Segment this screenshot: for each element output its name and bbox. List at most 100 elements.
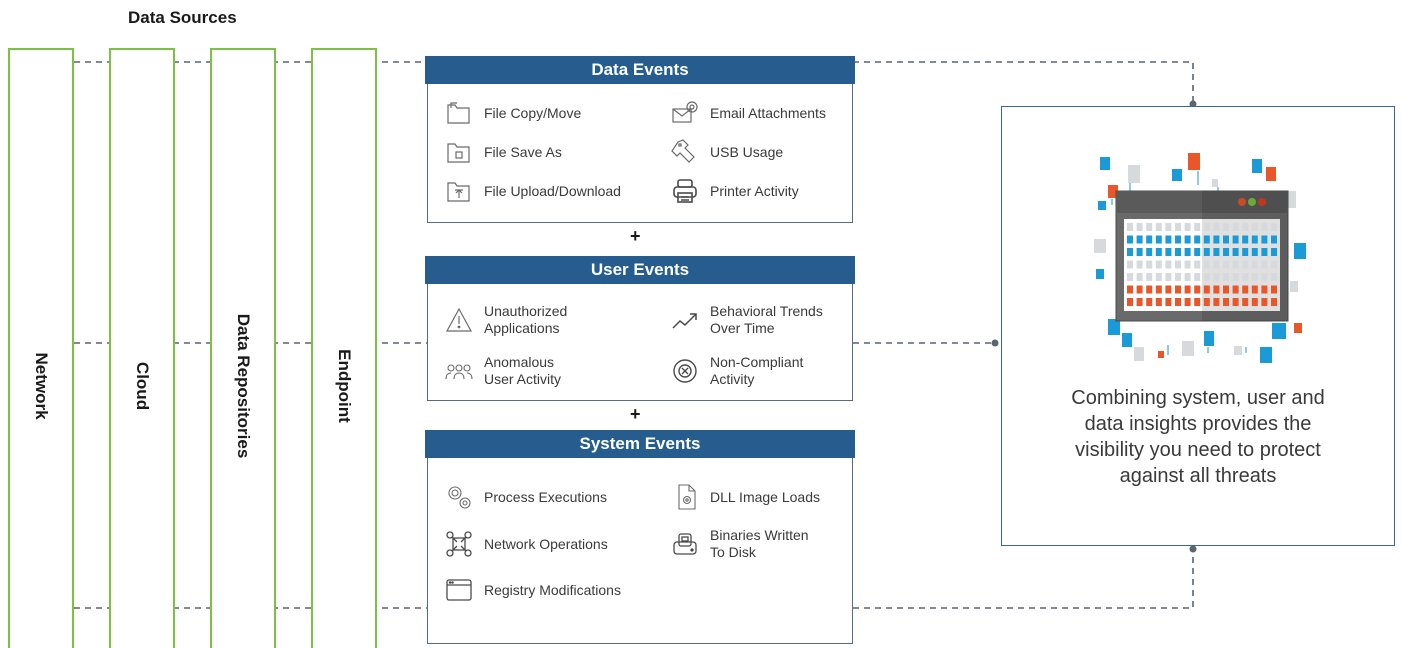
network-icon [444, 529, 474, 559]
dashboard-file-cell [1175, 223, 1181, 231]
users-icon [444, 356, 474, 386]
plus-operator: + [630, 404, 641, 424]
warning-icon [444, 305, 474, 335]
dashboard-file-cell [1203, 248, 1210, 256]
dashboard-file-cell [1223, 285, 1229, 294]
dashboard-file-cell [1232, 223, 1239, 231]
usb-icon [670, 137, 700, 167]
dashboard-file-cell [1251, 235, 1258, 244]
dashboard-file-cell [1271, 235, 1277, 244]
dashboard-file-cell [1194, 285, 1201, 294]
data-sources-title: Data Sources [128, 8, 237, 27]
dashboard-file-cell [1203, 298, 1210, 306]
dashboard-file-cell [1223, 223, 1229, 231]
dashboard-file-cell [1242, 285, 1249, 294]
dashboard-file-cell [1223, 248, 1229, 256]
dashboard-file-cell [1213, 285, 1220, 294]
dashboard-file-cell [1155, 273, 1162, 281]
dashboard-file-cell [1223, 298, 1229, 306]
dashboard-file-cell [1261, 260, 1268, 269]
system-events-card [427, 444, 853, 644]
dashboard-file-cell [1175, 273, 1181, 281]
dashboard-file-cell [1223, 235, 1229, 244]
source-column-endpoint: Endpoint [311, 48, 377, 648]
dashboard-file-cell [1261, 248, 1268, 256]
dashboard-file-cell [1136, 260, 1143, 269]
dashboard-file-cell [1232, 260, 1239, 269]
file-upload-icon [444, 176, 474, 206]
dashboard-file-cell [1261, 273, 1268, 281]
dashboard-file-cell [1165, 298, 1172, 306]
dashboard-file-cell [1146, 260, 1153, 269]
dashboard-file-cell [1213, 223, 1220, 231]
dashboard-file-cell [1184, 285, 1191, 294]
dashboard-file-cell [1184, 298, 1191, 306]
dashboard-file-cell [1223, 273, 1229, 281]
dashboard-file-cell [1155, 235, 1162, 244]
dashboard-file-cell [1146, 223, 1153, 231]
dashboard-file-cell [1261, 223, 1268, 231]
printer-icon [670, 176, 700, 206]
event-file-save-as: File Save As [444, 137, 562, 167]
dashboard-file-cell [1136, 235, 1143, 244]
dashboard-file-cell [1232, 235, 1239, 244]
source-label-endpoint: Endpoint [335, 349, 354, 423]
dashboard-file-cell [1271, 298, 1277, 306]
dashboard-file-cell [1213, 260, 1220, 269]
data-events-header: Data Events [425, 56, 855, 84]
dashboard-file-cell [1184, 260, 1191, 269]
dashboard-file-cell [1251, 260, 1258, 269]
dashboard-file-cell [1165, 223, 1172, 231]
dashboard-file-cell [1155, 260, 1162, 269]
dashboard-file-cell [1175, 285, 1181, 294]
source-column-cloud: Cloud [109, 48, 175, 648]
dashboard-file-cell [1271, 260, 1277, 269]
event-dll-image-loads: DLL Image Loads [670, 482, 820, 512]
dashboard-file-cell [1184, 273, 1191, 281]
dashboard-file-cell [1165, 273, 1172, 281]
dashboard-file-cell [1213, 248, 1220, 256]
dashboard-file-cell [1213, 298, 1220, 306]
folder-icon [444, 98, 474, 128]
source-column-data-repositories: Data Repositories [210, 48, 276, 648]
dashboard-file-cell [1165, 235, 1172, 244]
dashboard-file-cell [1194, 260, 1201, 269]
dashboard-file-cell [1232, 298, 1239, 306]
dashboard-file-cell [1251, 248, 1258, 256]
disk-icon [670, 529, 700, 559]
dashboard-file-cell [1242, 235, 1249, 244]
dll-file-icon [670, 482, 700, 512]
plus-operator: + [630, 226, 641, 246]
event-file-copy-move: File Copy/Move [444, 98, 581, 128]
dashboard-file-cell [1127, 223, 1133, 231]
event-email-attachments: Email Attachments [670, 98, 826, 128]
dashboard-file-cell [1146, 248, 1153, 256]
dashboard-file-cell [1242, 273, 1249, 281]
event-registry-modifications: Registry Modifications [444, 575, 621, 605]
dashboard-file-cell [1194, 248, 1201, 256]
dashboard-file-cell [1146, 285, 1153, 294]
dashboard-file-cell [1242, 223, 1249, 231]
event-network-operations: Network Operations [444, 529, 608, 559]
dashboard-file-cell [1261, 235, 1268, 244]
dashboard-file-cell [1194, 273, 1201, 281]
dashboard-file-cell [1155, 248, 1162, 256]
email-attachment-icon [670, 98, 700, 128]
dashboard-file-cell [1155, 285, 1162, 294]
dashboard-file-cell [1203, 223, 1210, 231]
event-printer-activity: Printer Activity [670, 176, 799, 206]
source-column-network: Network [8, 48, 74, 648]
dashboard-file-cell [1127, 260, 1133, 269]
dashboard-file-cell [1136, 248, 1143, 256]
dashboard-file-cell [1127, 273, 1133, 281]
dashboard-file-cell [1136, 285, 1143, 294]
insight-text: Combining system, user and data insights… [1071, 387, 1325, 487]
dashboard-file-cell [1136, 298, 1143, 306]
dashboard-file-cell [1127, 285, 1133, 294]
source-label-network: Network [32, 352, 51, 420]
dashboard-file-cell [1165, 285, 1172, 294]
